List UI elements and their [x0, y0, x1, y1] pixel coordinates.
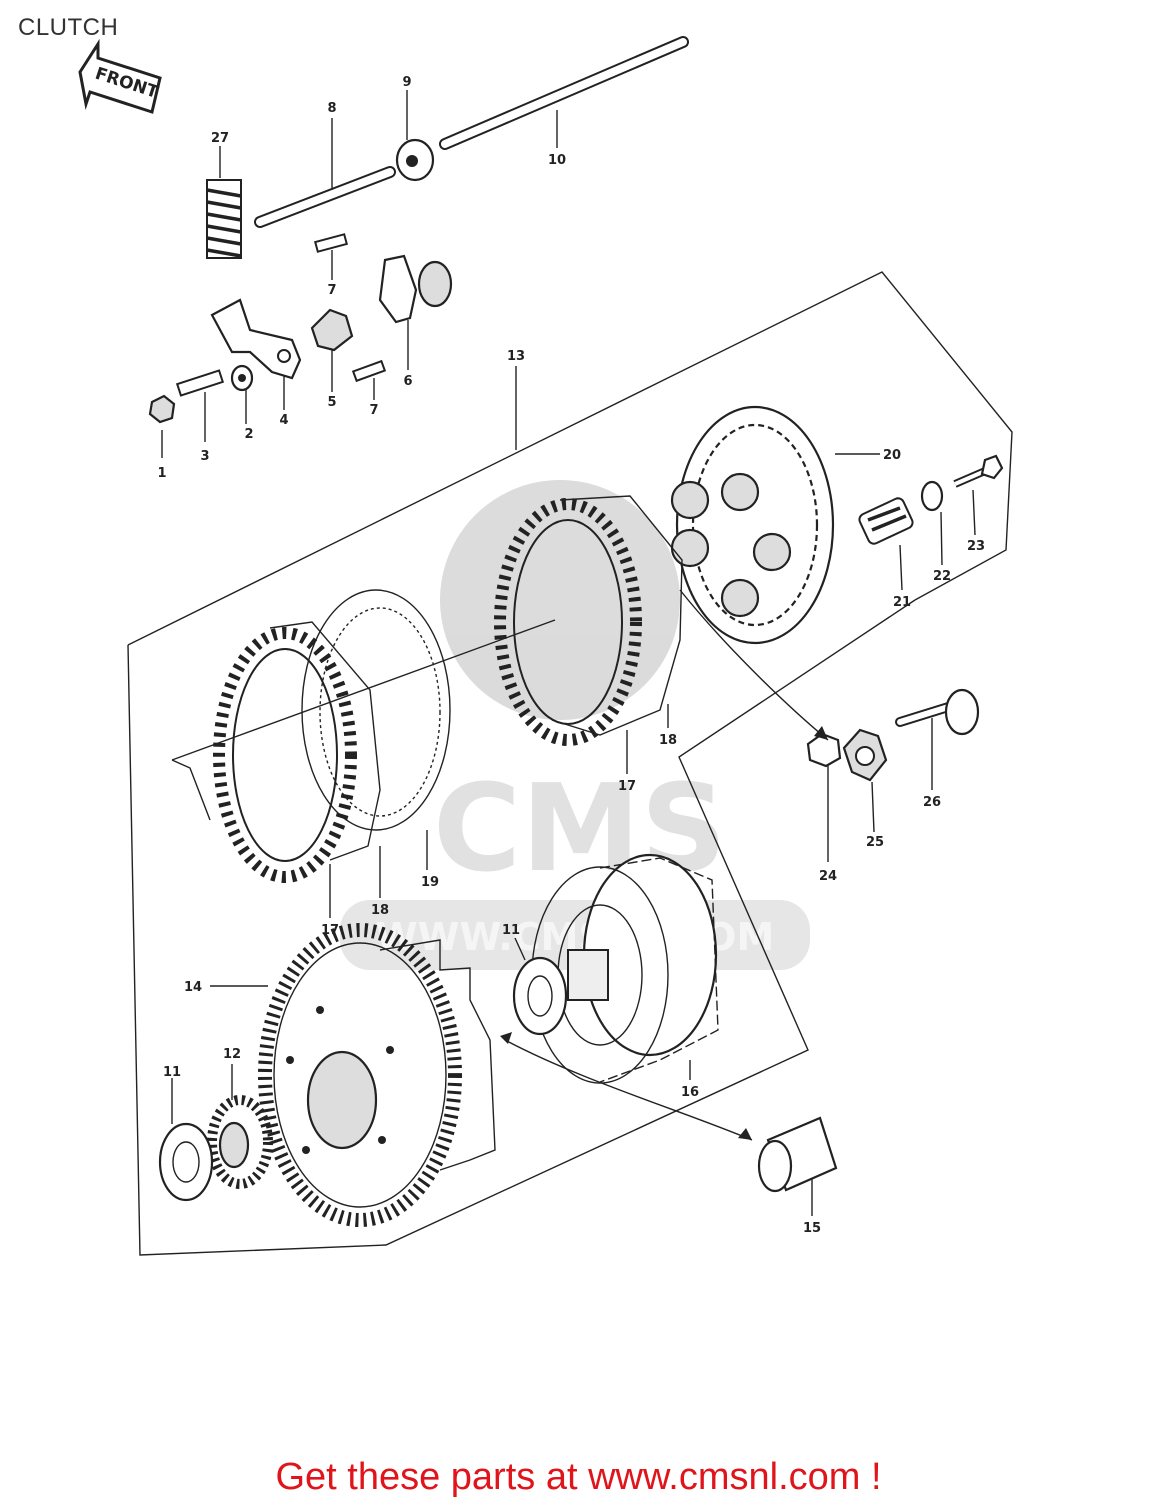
diagram-title: CLUTCH — [18, 14, 119, 41]
clutch-spring-21 — [858, 497, 914, 545]
callout-6: 6 — [403, 374, 412, 389]
callout-23: 23 — [967, 539, 985, 554]
callout-11-left: 11 — [163, 1065, 181, 1080]
callout-5: 5 — [327, 395, 336, 410]
callout-24: 24 — [819, 869, 837, 884]
callout-7-top: 7 — [327, 283, 336, 298]
nut-25 — [842, 728, 888, 782]
leader-lines — [161, 90, 976, 1216]
callout-labels: 1 3 2 4 5 6 7 7 8 9 10 27 13 20 21 22 23… — [157, 75, 985, 1236]
steel-plate-19 — [301, 589, 451, 831]
adjust-screw-3 — [175, 369, 225, 397]
friction-plate-17-left — [213, 627, 357, 883]
callout-20: 20 — [883, 448, 901, 463]
pushrod-short — [254, 166, 396, 228]
callout-7-bottom: 7 — [369, 403, 378, 418]
steel-ball-collar — [395, 138, 435, 182]
clutch-housing-14 — [258, 923, 496, 1227]
callout-9: 9 — [402, 75, 411, 90]
callout-26: 26 — [923, 795, 941, 810]
release-housing-6 — [378, 254, 453, 324]
washer-2 — [230, 364, 254, 392]
primary-gear-12 — [207, 1095, 273, 1189]
callout-16: 16 — [681, 1085, 699, 1100]
screw-7-top — [313, 233, 349, 253]
pressure-plate-20 — [670, 405, 835, 645]
callout-1: 1 — [157, 466, 166, 481]
callout-17-right: 17 — [618, 779, 636, 794]
friction-plate-17-right — [494, 498, 642, 746]
assembly-outline — [127, 271, 1013, 646]
pushrod-26 — [895, 688, 980, 736]
callout-14: 14 — [184, 980, 202, 995]
callout-21: 21 — [893, 595, 911, 610]
callout-25: 25 — [866, 835, 884, 850]
thrust-washer-11-left — [158, 1122, 214, 1202]
steel-plate-18-right — [551, 495, 683, 736]
callout-22: 22 — [933, 569, 951, 584]
bolt-23 — [953, 454, 1004, 488]
callout-15: 15 — [803, 1221, 821, 1236]
callout-12: 12 — [223, 1047, 241, 1062]
footer-link[interactable]: Get these parts at www.cmsnl.com ! — [275, 1456, 882, 1498]
callout-19: 19 — [421, 875, 439, 890]
callout-11-right: 11 — [502, 923, 520, 938]
callout-2: 2 — [244, 427, 253, 442]
callout-10: 10 — [548, 153, 566, 168]
release-cam-5 — [310, 308, 354, 352]
callout-17-left: 17 — [321, 923, 339, 938]
front-arrow: FRONT — [78, 38, 162, 114]
nut-1 — [148, 394, 176, 424]
callout-27: 27 — [211, 131, 229, 146]
callout-4: 4 — [279, 413, 288, 428]
callout-13: 13 — [507, 349, 525, 364]
callout-3: 3 — [200, 449, 209, 464]
sleeve-15 — [757, 1116, 838, 1193]
callout-18-right: 18 — [659, 733, 677, 748]
release-lever-4 — [210, 298, 302, 380]
pushrod-long — [439, 36, 689, 150]
screw-7-bottom — [351, 359, 387, 383]
spring-27 — [206, 179, 242, 259]
callout-18-left: 18 — [371, 903, 389, 918]
callout-8: 8 — [327, 101, 336, 116]
steel-plate-18-left — [269, 621, 381, 861]
washer-22 — [920, 480, 944, 512]
thrust-washer-11-right — [512, 956, 568, 1036]
